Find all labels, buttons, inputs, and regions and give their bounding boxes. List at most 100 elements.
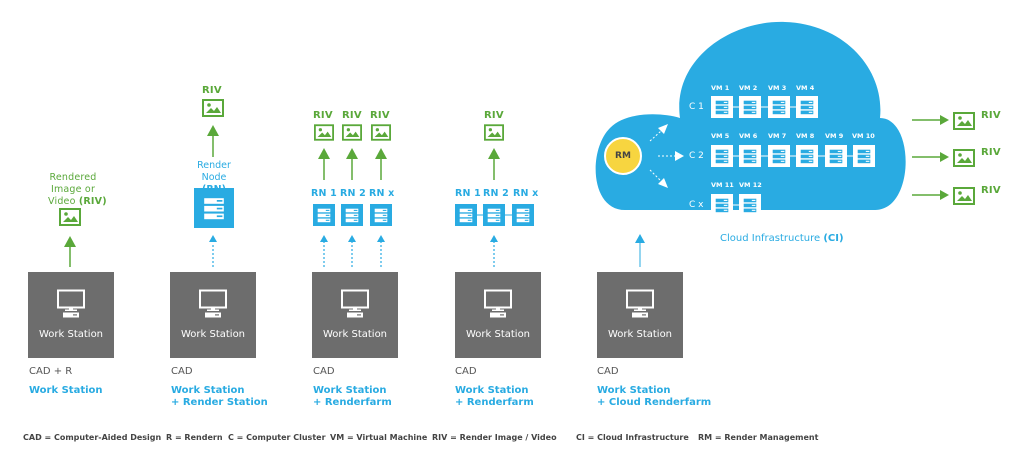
vm-label: VM 2 [739,84,758,92]
vm-label: VM 4 [796,84,815,92]
virtual-machine [796,96,818,118]
setup-caption: CAD [597,366,619,377]
workstation-label: Work Station [465,329,531,340]
workstation-box: Work Station [170,272,256,358]
server-icon [713,196,731,214]
server-icon [485,206,503,224]
vm-label: VM 7 [768,132,787,140]
render-node [483,204,505,226]
rn-label: RN 2 [483,188,509,199]
setup-title-line: + Render Station [171,397,268,408]
server-icon [741,196,759,214]
setup-title-line: Work Station [29,385,103,396]
riv-description-line: Image or [50,184,96,195]
vm-label: VM 1 [711,84,730,92]
setup-title-line: Work Station [313,385,387,396]
server-icon [713,147,731,165]
server-icon [372,206,390,224]
render-node-text: Node [201,172,227,183]
rn-label: RN 1 [311,188,337,199]
render-node [194,188,234,228]
workstation-box: Work Station [312,272,398,358]
virtual-machine [739,194,761,216]
rn-label: RN x [369,188,395,199]
riv-label: RIV [981,185,1001,196]
server-icon [200,194,228,222]
virtual-machine [739,96,761,118]
riv-label: RIV [342,110,362,121]
riv-description-line: Video (RIV) [48,196,107,208]
setup-title-line: + Renderfarm [455,397,534,408]
cloud-title: Cloud Infrastructure [720,233,821,244]
image-icon [59,208,81,226]
computer-icon [625,289,655,319]
legend-item: R = Rendern [166,433,223,442]
vm-label: VM 11 [711,181,734,189]
virtual-machine [768,145,790,167]
render-node [370,204,392,226]
render-node [313,204,335,226]
image-icon [953,112,975,130]
virtual-machine [711,145,733,167]
virtual-machine [796,145,818,167]
arrow-head-blue [209,235,217,242]
vm-label: VM 10 [852,132,875,140]
workstation-label: Work Station [180,329,246,340]
setup-title: Work Station+ Cloud Renderfarm [597,385,711,409]
render-node [512,204,534,226]
legend-item: CI = Cloud Infrastructure [576,433,689,442]
arrow-head-green [64,236,76,247]
cloud-infrastructure-label: Cloud Infrastructure (CI) [720,233,844,244]
server-icon [514,206,532,224]
setup-caption: CAD [171,366,193,377]
image-icon [953,149,975,167]
server-icon [798,98,816,116]
legend-item: VM = Virtual Machine [330,433,428,442]
image-icon [342,124,362,141]
setup-title: Work Station+ Renderfarm [455,385,534,409]
setup-title-line: Work Station [171,385,245,396]
server-icon [741,98,759,116]
workstation-label: Work Station [322,329,388,340]
computer-icon [198,289,228,319]
virtual-machine [711,194,733,216]
virtual-machine [711,96,733,118]
render-node-label-line: Render [197,160,231,171]
setup-title: Work Station+ Renderfarm [313,385,392,409]
setup-title: Work Station+ Render Station [171,385,268,409]
vm-label: VM 5 [711,132,730,140]
server-icon [713,98,731,116]
workstation-box: Work Station [28,272,114,358]
image-icon [202,99,224,117]
legend-item: C = Computer Cluster [228,433,326,442]
vm-label: VM 3 [768,84,787,92]
image-icon [371,124,391,141]
setup-title: Work Station [29,385,103,397]
server-icon [343,206,361,224]
legend-item: RM = Render Management [698,433,819,442]
workstation-box: Work Station [455,272,541,358]
render-node [341,204,363,226]
computer-icon [483,289,513,319]
riv-description-line: Rendered [49,172,97,183]
server-icon [770,147,788,165]
riv-label: RIV [981,110,1001,121]
setup-caption: CAD + R [29,366,73,377]
server-icon [741,147,759,165]
riv-label: RIV [202,85,222,96]
server-icon [798,147,816,165]
server-icon [770,98,788,116]
workstation-label: Work Station [607,329,673,340]
riv-abbr: (RIV) [78,196,107,207]
computer-icon [340,289,370,319]
image-icon [484,124,504,141]
cluster-label: C 1 [689,102,704,112]
cluster-label: C x [689,200,704,210]
setup-caption: CAD [313,366,335,377]
legend-item: CAD = Computer-Aided Design [23,433,162,442]
render-node [455,204,477,226]
rn-label: RN x [513,188,539,199]
server-icon [315,206,333,224]
server-icon [827,147,845,165]
virtual-machine [825,145,847,167]
